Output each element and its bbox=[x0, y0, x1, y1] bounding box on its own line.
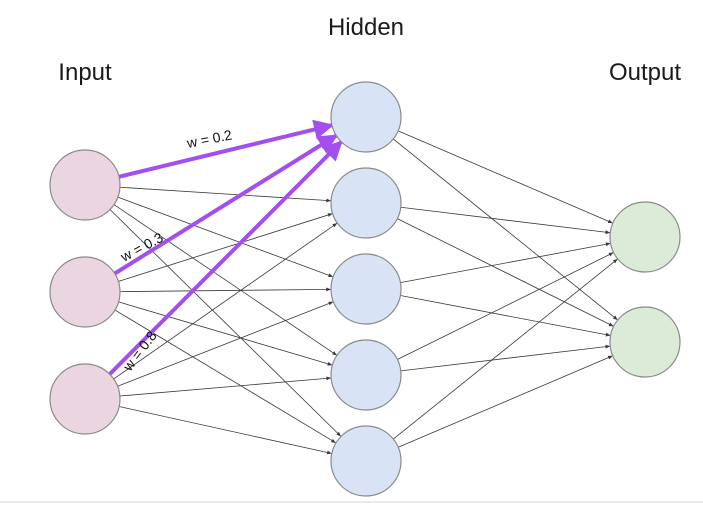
hidden-neuron-2 bbox=[330, 167, 402, 239]
edge-input-0-to-hidden-1 bbox=[119, 186, 332, 203]
output-neuron-2 bbox=[609, 306, 681, 378]
edge-hidden-3-to-output-1 bbox=[400, 344, 611, 372]
edge-input-0-to-hidden-3 bbox=[113, 204, 338, 356]
input-layer-label: Input bbox=[58, 59, 112, 86]
input-neuron-2 bbox=[49, 256, 121, 328]
edge-input-1-to-hidden-1 bbox=[118, 213, 333, 282]
edge-hidden-0-to-output-1 bbox=[392, 138, 619, 321]
output-layer-label: Output bbox=[609, 59, 681, 86]
edge-hidden-1-to-output-1 bbox=[397, 218, 614, 327]
highlighted-edge-1 bbox=[117, 119, 334, 179]
output-neuron-1 bbox=[609, 201, 681, 273]
highlighted-edge-2 bbox=[112, 133, 339, 276]
edge-input-2-to-hidden-1 bbox=[113, 222, 338, 380]
edge-hidden-4-to-output-0 bbox=[393, 258, 618, 440]
input-neuron-1 bbox=[49, 149, 121, 221]
edge-input-1-to-hidden-2 bbox=[119, 287, 332, 293]
weight-label-1: w = 0.2 bbox=[185, 127, 234, 152]
input-neuron-3 bbox=[49, 363, 121, 435]
hidden-neuron-5 bbox=[330, 425, 402, 497]
edge-hidden-0-to-output-0 bbox=[397, 130, 614, 224]
edge-hidden-4-to-output-1 bbox=[398, 355, 613, 448]
edge-input-2-to-hidden-3 bbox=[119, 376, 332, 397]
hidden-neuron-3 bbox=[330, 253, 402, 325]
edge-hidden-3-to-output-0 bbox=[397, 252, 614, 360]
edge-input-2-to-hidden-2 bbox=[117, 301, 334, 387]
edge-hidden-2-to-output-1 bbox=[400, 295, 611, 337]
highlighted-edge-3 bbox=[107, 139, 344, 377]
edge-input-0-to-hidden-2 bbox=[117, 196, 334, 278]
neurons bbox=[49, 81, 681, 497]
edge-input-1-to-hidden-3 bbox=[118, 301, 333, 366]
hidden-layer-label: Hidden bbox=[328, 14, 404, 41]
hidden-neuron-4 bbox=[330, 339, 402, 411]
highlighted-edges bbox=[107, 119, 344, 377]
edge-hidden-1-to-output-0 bbox=[400, 206, 611, 235]
edge-input-2-to-hidden-4 bbox=[119, 406, 332, 455]
hidden-neuron-1 bbox=[330, 81, 402, 153]
edge-hidden-2-to-output-0 bbox=[400, 242, 611, 283]
edge-input-0-to-hidden-4 bbox=[109, 209, 342, 437]
